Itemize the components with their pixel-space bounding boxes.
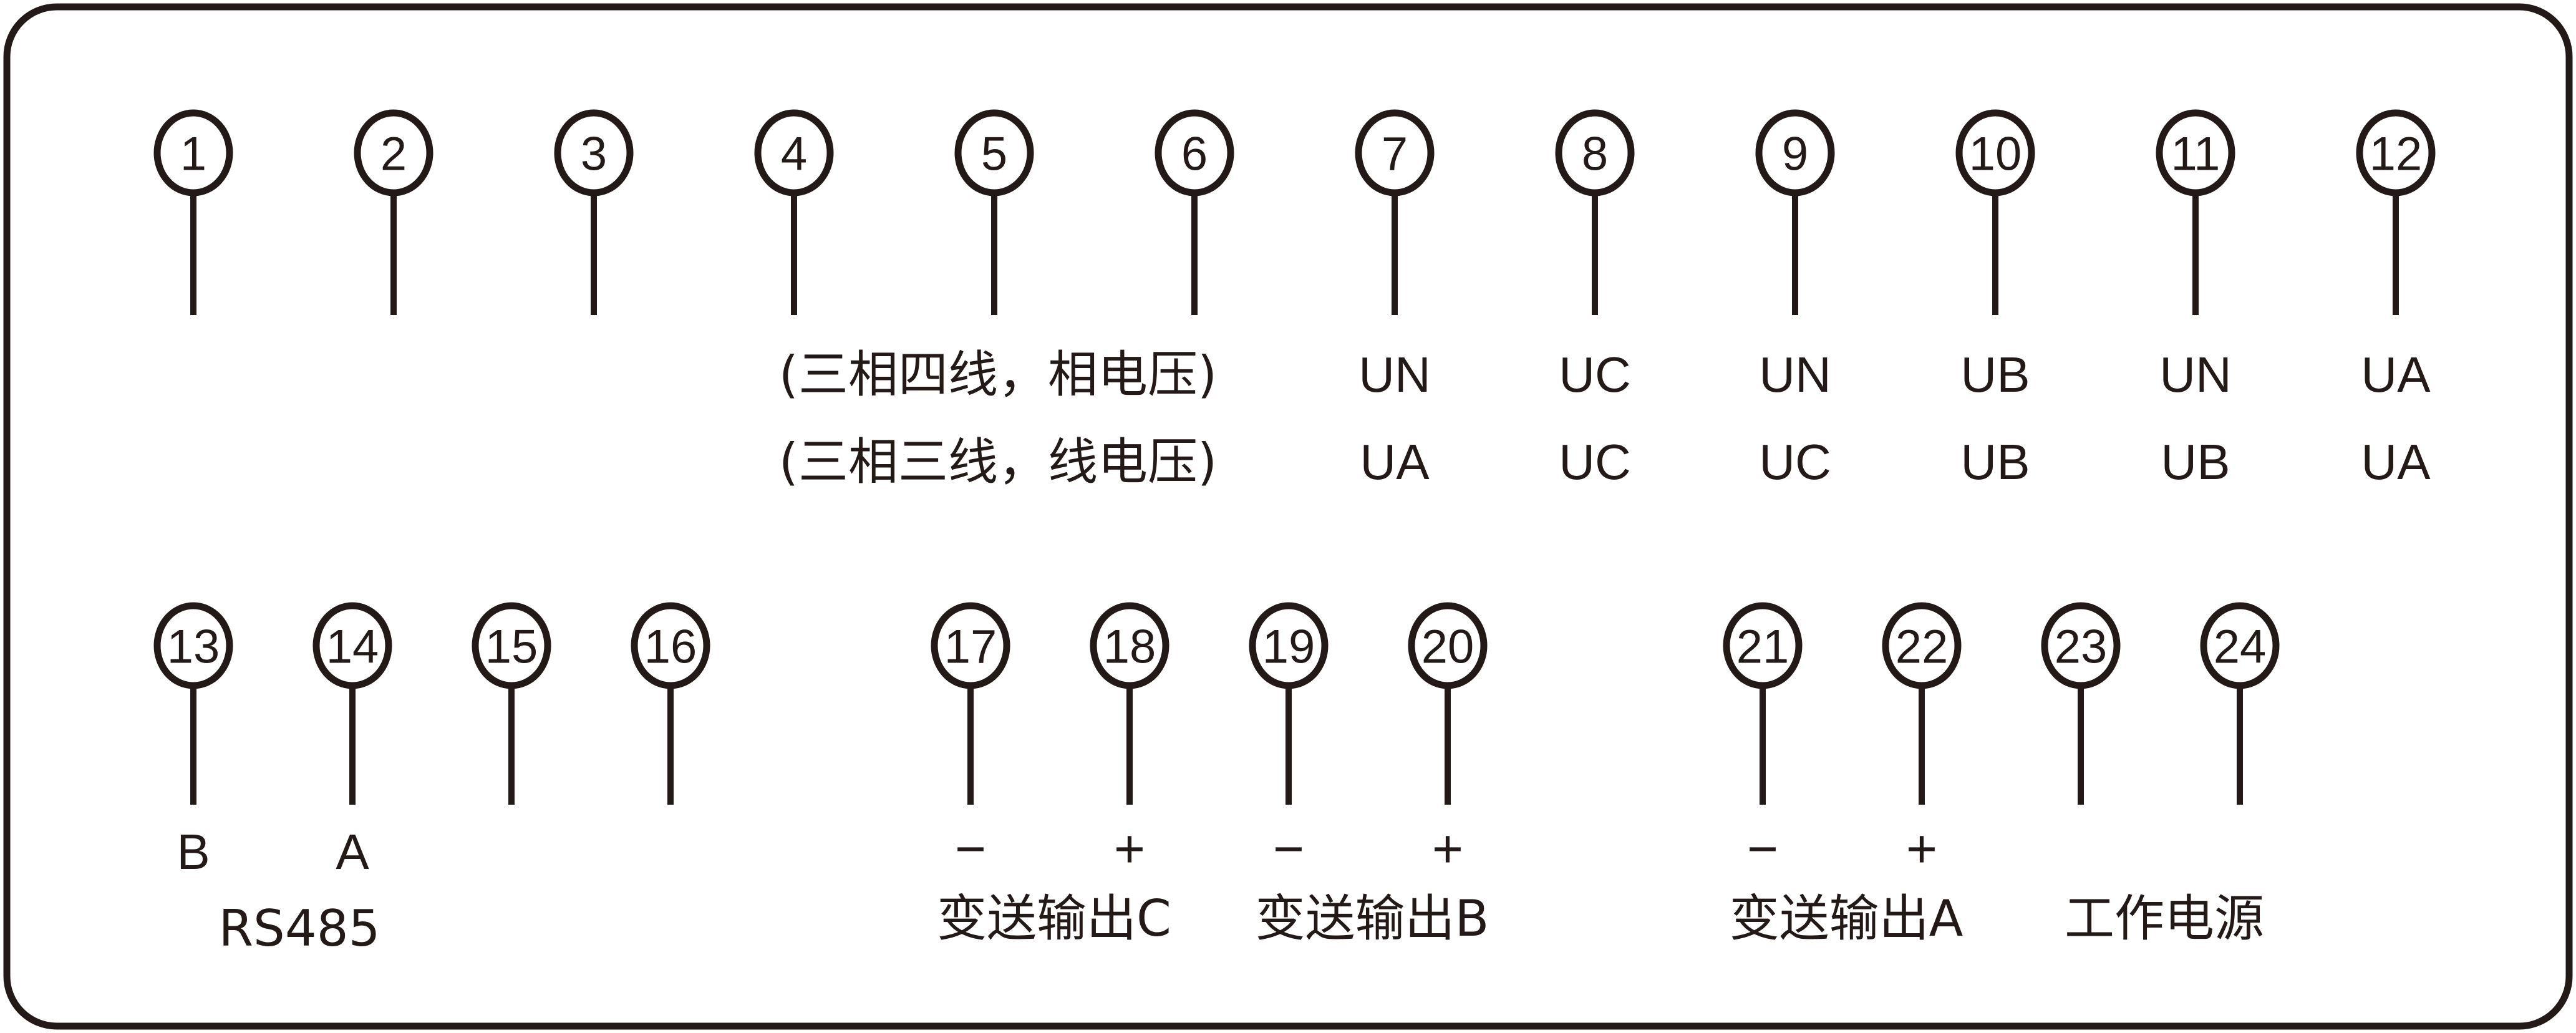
- polarity-sign-22: +: [1906, 819, 1937, 879]
- terminal-number-8: 8: [1582, 128, 1608, 181]
- top-note-group: (三相四线，相电压) (三相三线，线电压): [779, 346, 1217, 491]
- terminal-number-23: 23: [2055, 621, 2108, 674]
- group-label-2: 变送输出C: [937, 890, 1171, 948]
- pin-label-B: B: [177, 824, 210, 880]
- terminal-number-7: 7: [1382, 128, 1408, 181]
- terminal-14[interactable]: 14: [312, 602, 392, 805]
- wiring-mode-note-1: (三相四线，相电压): [779, 346, 1217, 404]
- terminal-number-13: 13: [167, 621, 220, 674]
- terminal-label-line1-8: UC: [1559, 347, 1631, 402]
- terminal-number-12: 12: [2370, 128, 2423, 181]
- bottom-terminal-group: 13 14 15 16 17 − 18 +19 − 20 +21 − 22 +23 24: [153, 602, 2280, 879]
- polarity-sign-18: +: [1114, 819, 1145, 879]
- terminal-number-5: 5: [981, 128, 1007, 181]
- terminal-number-6: 6: [1181, 128, 1208, 181]
- terminal-17[interactable]: 17 −: [931, 602, 1010, 879]
- terminal-9[interactable]: 9UN UC: [1755, 109, 1835, 490]
- terminal-label-line1-12: UA: [2361, 347, 2431, 402]
- terminal-19[interactable]: 19 −: [1249, 602, 1329, 879]
- terminal-16[interactable]: 16: [631, 602, 710, 805]
- group-label-3: 变送输出B: [1256, 890, 1489, 948]
- terminal-5[interactable]: 5: [954, 109, 1034, 315]
- terminal-label-line2-10: UB: [1960, 434, 2030, 490]
- wiring-mode-note-2: (三相三线，线电压): [779, 433, 1217, 491]
- terminal-21[interactable]: 21 −: [1723, 602, 1803, 879]
- terminal-7[interactable]: 7UN UA: [1355, 109, 1435, 490]
- terminal-15[interactable]: 15: [472, 602, 551, 805]
- terminal-number-1: 1: [180, 128, 206, 181]
- bottom-label-group: B A RS485 变送输出C 变送输出B 变送输出A 工作电源: [177, 824, 2264, 958]
- group-label-4: 变送输出A: [1730, 890, 1963, 948]
- polarity-sign-19: −: [1273, 819, 1304, 879]
- terminal-number-4: 4: [781, 128, 807, 181]
- terminal-23[interactable]: 23: [2041, 602, 2121, 805]
- terminal-number-14: 14: [326, 621, 379, 674]
- group-label-1: RS485: [218, 900, 380, 958]
- terminal-8[interactable]: 8UC UC: [1555, 109, 1635, 490]
- terminal-label-line2-8: UC: [1559, 434, 1631, 490]
- group-label-5: 工作电源: [2065, 890, 2264, 948]
- terminal-number-10: 10: [1969, 128, 2022, 181]
- terminal-3[interactable]: 3: [554, 109, 634, 315]
- terminal-6[interactable]: 6: [1155, 109, 1234, 315]
- terminal-20[interactable]: 20 +: [1408, 602, 1488, 879]
- terminal-number-22: 22: [1896, 621, 1949, 674]
- terminal-number-20: 20: [1421, 621, 1474, 674]
- terminal-label-line2-12: UA: [2361, 434, 2431, 490]
- terminal-number-11: 11: [2171, 128, 2220, 181]
- terminal-24[interactable]: 24: [2200, 602, 2280, 805]
- terminal-number-21: 21: [1736, 621, 1789, 674]
- terminal-number-16: 16: [644, 621, 697, 674]
- panel-outline: [3, 3, 2573, 1030]
- terminal-number-18: 18: [1103, 621, 1156, 674]
- polarity-sign-21: −: [1747, 819, 1778, 879]
- terminal-number-19: 19: [1262, 621, 1315, 674]
- terminal-13[interactable]: 13: [153, 602, 233, 805]
- terminal-number-9: 9: [1782, 128, 1808, 181]
- terminal-22[interactable]: 22 +: [1882, 602, 1962, 879]
- terminal-18[interactable]: 18 +: [1090, 602, 1169, 879]
- terminal-number-3: 3: [581, 128, 607, 181]
- terminal-number-24: 24: [2214, 621, 2267, 674]
- terminal-label-line2-7: UA: [1360, 434, 1430, 490]
- terminal-number-15: 15: [485, 621, 538, 674]
- terminal-label-line1-11: UN: [2159, 347, 2232, 402]
- terminal-label-line1-10: UB: [1960, 347, 2030, 402]
- terminal-1[interactable]: 1: [153, 109, 233, 315]
- polarity-sign-17: −: [955, 819, 986, 879]
- terminal-label-line2-9: UC: [1759, 434, 1831, 490]
- terminal-number-2: 2: [380, 128, 407, 181]
- polarity-sign-20: +: [1432, 819, 1463, 879]
- pin-label-A: A: [336, 824, 369, 880]
- terminal-label-line2-11: UB: [2161, 434, 2230, 490]
- terminal-label-line1-9: UN: [1759, 347, 1831, 402]
- terminal-number-17: 17: [944, 621, 997, 674]
- terminal-label-line1-7: UN: [1358, 347, 1431, 402]
- terminal-2[interactable]: 2: [354, 109, 433, 315]
- terminal-4[interactable]: 4: [754, 109, 834, 315]
